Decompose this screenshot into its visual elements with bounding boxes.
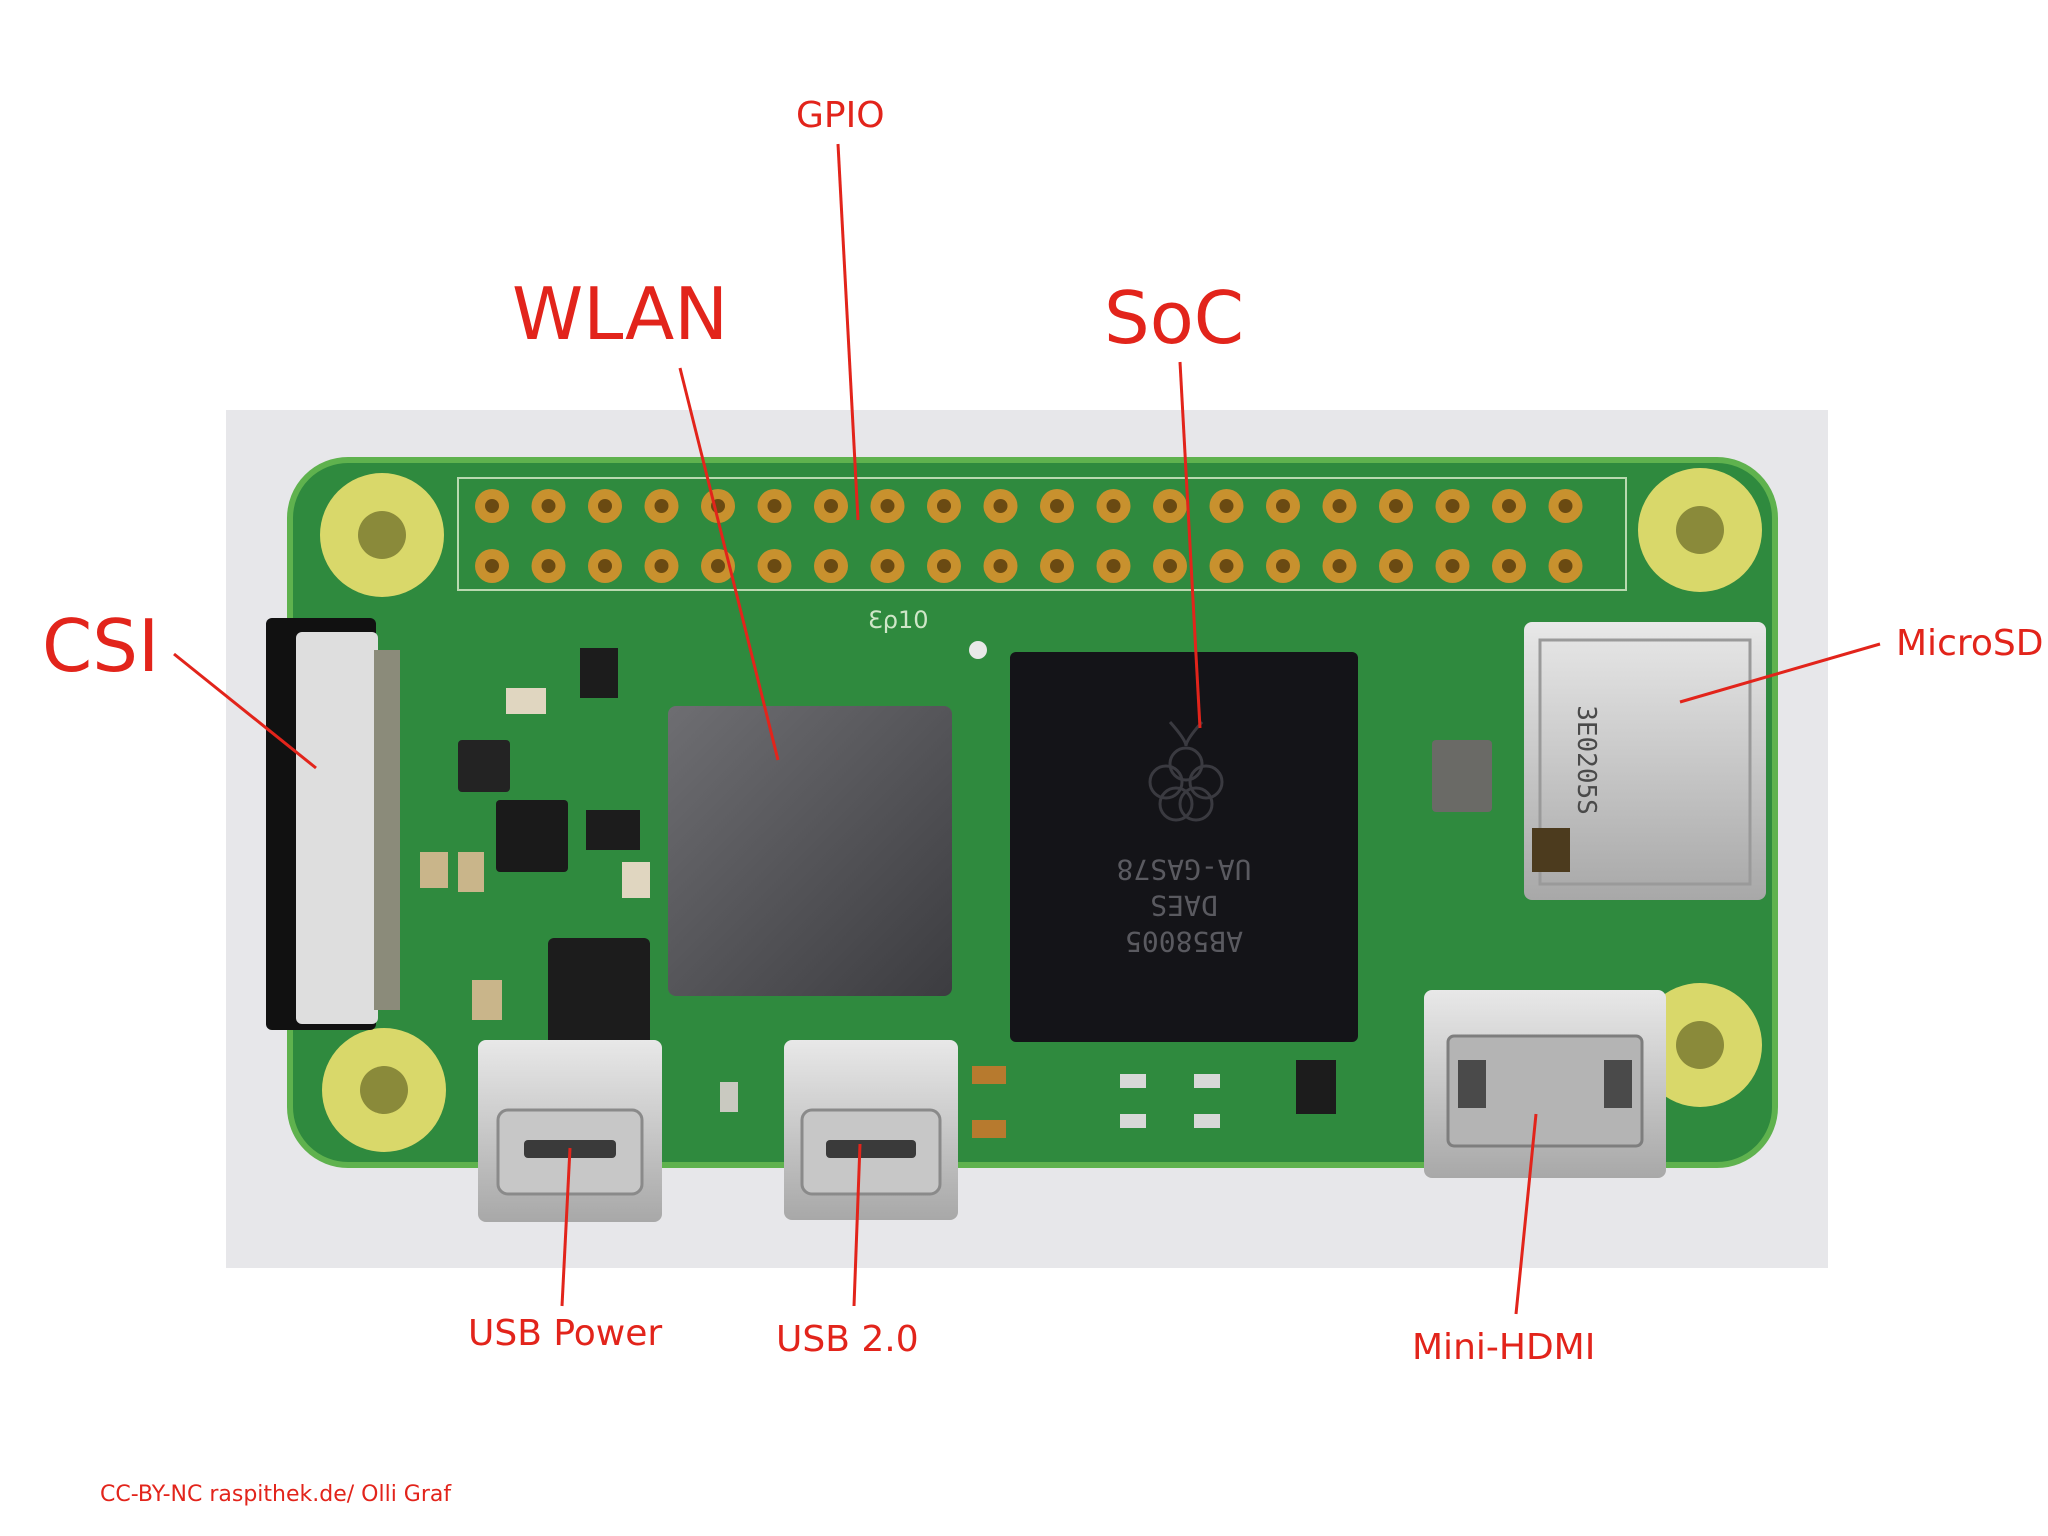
gpio-pad-hole	[1332, 499, 1347, 513]
gpio-pad-hole	[937, 559, 951, 573]
mounting-holes	[320, 468, 1762, 1152]
gpio-pad-hole	[1332, 559, 1347, 573]
leader-lines	[173, 143, 1881, 1315]
microsd-slot: 3E0205S	[1524, 622, 1766, 900]
gpio-pad-hole	[1106, 559, 1121, 573]
gpio-pad-hole	[1389, 559, 1403, 573]
gpio-pad-hole	[1276, 559, 1290, 573]
soc-marking-line-3: AB58005	[1125, 925, 1243, 958]
mini-hdmi-port	[1424, 990, 1666, 1178]
gpio-pad-hole	[824, 499, 838, 513]
raspberry-logo-icon	[1148, 721, 1224, 822]
gpio-pad-hole	[824, 559, 838, 573]
gpio-pad-hole	[1276, 499, 1290, 513]
soc-leader-line	[1178, 361, 1202, 729]
csi-label: CSI	[42, 604, 160, 688]
gpio-pad-hole	[1445, 559, 1460, 573]
microsd-label: MicroSD	[1896, 623, 2044, 664]
silkscreen-label: Ɛρ10	[868, 606, 929, 634]
mini-hdmi-leader-line	[1514, 1113, 1538, 1315]
gpio-pad-hole	[1502, 499, 1516, 513]
microsd-marking: 3E0205S	[1571, 705, 1601, 815]
gpio-pad-hole	[1558, 499, 1573, 513]
gpio-pad-hole	[1050, 499, 1064, 513]
csi-connector	[266, 618, 400, 1030]
soc-marking-line-1: UA-GAS78	[1117, 853, 1252, 886]
soc-label: SoC	[1104, 276, 1245, 360]
gpio-pad-hole	[1219, 499, 1234, 513]
gpio-pad-hole	[1163, 559, 1177, 573]
gpio-pad-hole	[654, 559, 669, 573]
usb2-leader-line	[852, 1143, 862, 1307]
small-components	[420, 641, 1492, 1138]
wlan-label: WLAN	[512, 272, 729, 356]
gpio-pad-hole	[711, 559, 725, 573]
gpio-pad-hole	[541, 499, 556, 513]
gpio-pad-hole	[485, 499, 499, 513]
mini-hdmi-label: Mini-HDMI	[1412, 1327, 1596, 1368]
usb-power-port	[478, 1040, 662, 1222]
usb-power-leader-line	[560, 1147, 572, 1307]
gpio-pad-hole	[1389, 499, 1403, 513]
gpio-pad-hole	[598, 499, 612, 513]
gpio-pad-hole	[1219, 559, 1234, 573]
wlan-module	[668, 706, 952, 996]
credit-line: CC-BY-NC raspithek.de/ Olli Graf	[100, 1482, 452, 1507]
gpio-pad-hole	[767, 499, 782, 513]
gpio-pad-hole	[993, 559, 1008, 573]
gpio-pad-hole	[1558, 559, 1573, 573]
soc-package: UA-GAS78 DAES AB58005	[1010, 652, 1358, 1042]
gpio-pad-hole	[1445, 499, 1460, 513]
soc-marking-line-2: DAES	[1150, 889, 1217, 922]
gpio-pad-hole	[880, 559, 895, 573]
csi-leader-line	[173, 652, 317, 770]
gpio-header-outline	[457, 477, 1627, 591]
usb-power-label: USB Power	[468, 1313, 663, 1354]
gpio-pad-hole	[485, 559, 499, 573]
gpio-pad-hole	[937, 499, 951, 513]
gpio-leader-line	[836, 143, 860, 521]
microsd-leader-line	[1679, 642, 1881, 704]
usb2-port	[784, 1040, 958, 1220]
gpio-label: GPIO	[796, 95, 885, 136]
gpio-pad-hole	[598, 559, 612, 573]
gpio-pad-hole	[1502, 559, 1516, 573]
gpio-pad-hole	[541, 559, 556, 573]
wlan-leader-line	[678, 367, 780, 761]
gpio-pad-hole	[1050, 559, 1064, 573]
gpio-pad-hole	[1163, 499, 1177, 513]
gpio-pad-hole	[1106, 499, 1121, 513]
gpio-pad-hole	[654, 499, 669, 513]
usb2-label: USB 2.0	[776, 1319, 919, 1360]
gpio-pad-hole	[993, 499, 1008, 513]
gpio-pad-hole	[767, 559, 782, 573]
gpio-pads	[475, 489, 1583, 583]
gpio-pad-hole	[880, 499, 895, 513]
